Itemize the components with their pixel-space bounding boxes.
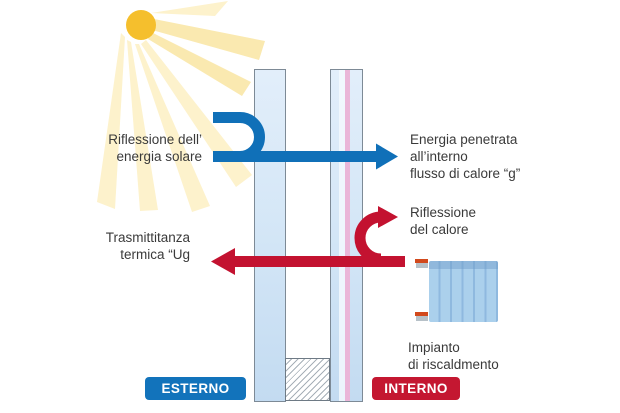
label-line: flusso di calore “g” <box>410 166 521 181</box>
sun-ray <box>135 44 210 212</box>
label-line: termica “Ug <box>120 247 190 262</box>
radiator-valve-icon <box>415 312 428 316</box>
sun-ray <box>148 32 251 96</box>
outside-zone-badge: ESTERNO <box>145 377 246 400</box>
label-line: di riscaldmento <box>408 357 499 372</box>
radiator-pipe-icon <box>416 316 428 321</box>
sun-ray <box>127 40 158 211</box>
heat-reflection-arrow <box>354 206 398 265</box>
sun-ray <box>141 40 252 187</box>
radiator-icon <box>429 261 498 322</box>
radiator-pipe-icon <box>416 263 428 268</box>
heat-reflection-label: Riflessione del calore <box>410 204 476 238</box>
spacer-hatch <box>285 358 330 401</box>
radiator-valve-icon <box>415 259 428 263</box>
label-line: all’interno <box>410 149 468 164</box>
label-line: Riflessione <box>410 205 477 220</box>
label-line: energia solare <box>116 149 202 164</box>
solar-gain-arrow <box>213 143 398 170</box>
solar-reflection-label: Riflessione dell’ energia solare <box>108 131 202 165</box>
energy-penetrated-label: Energia penetrata all’interno flusso di … <box>410 131 520 182</box>
glass-highlight <box>339 70 345 401</box>
label-line: Energia penetrata <box>410 132 518 147</box>
label-line: Trasmittitanza <box>105 230 190 245</box>
low-e-coating-stripe <box>345 70 350 401</box>
inner-glass-pane <box>330 69 363 402</box>
sun-ray <box>151 1 228 16</box>
thermal-transmittance-label: Trasmittitanza termica “Ug <box>106 229 190 263</box>
label-line: Riflessione dell’ <box>108 132 202 147</box>
solar-reflection-arrow <box>213 112 265 162</box>
sun-ray <box>152 19 265 60</box>
heating-system-label: Impianto di riscaldmento <box>408 339 499 373</box>
label-line: Impianto <box>408 340 460 355</box>
inside-zone-badge: INTERNO <box>372 377 460 400</box>
label-line: del calore <box>410 222 469 237</box>
sun-icon <box>126 10 156 40</box>
sun-ray <box>97 33 125 209</box>
